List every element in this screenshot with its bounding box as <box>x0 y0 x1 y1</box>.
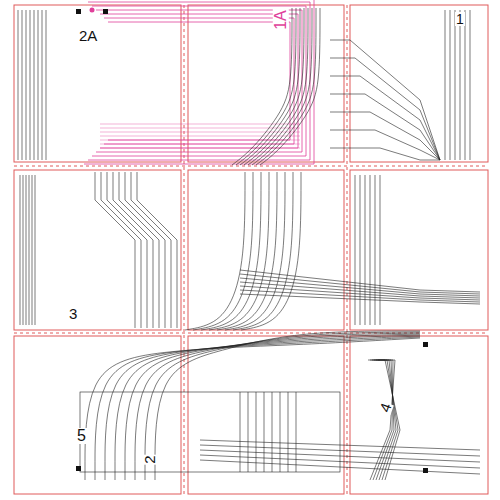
page-tiles <box>14 5 488 494</box>
piece-number: 5 <box>76 428 87 444</box>
piece-number: 1 <box>455 12 465 26</box>
piece-number: 2 <box>142 454 157 464</box>
registration-marks <box>76 8 428 474</box>
piece-number: 2A <box>78 28 98 43</box>
piece-1A-outline <box>84 0 314 164</box>
piece-number: 4 <box>376 400 394 415</box>
piece-number: 3 <box>68 306 78 321</box>
piece-number: 1A <box>273 9 289 31</box>
tile-overlap-marks <box>14 5 488 494</box>
pattern-size-lines <box>18 8 480 480</box>
